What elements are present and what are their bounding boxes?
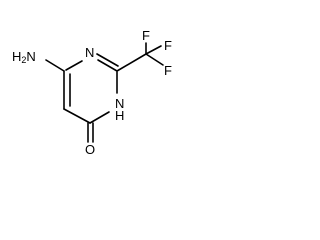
amino-group-label: H2N bbox=[12, 49, 36, 65]
carbonyl-oxygen-label: O bbox=[85, 142, 96, 157]
bond-n1-c2-double bbox=[96, 53, 119, 67]
bond-c-f2 bbox=[145, 45, 162, 55]
bond-n3-c4 bbox=[89, 111, 110, 124]
bond-layer bbox=[45, 42, 164, 143]
fluorine-1-label: F bbox=[142, 28, 150, 43]
molecule-diagram: H2N N N H O F F F bbox=[0, 0, 204, 178]
fluorine-2-label: F bbox=[164, 38, 172, 53]
bond-c6-nh2 bbox=[45, 59, 65, 72]
ring-nitrogen-3-label: N bbox=[115, 96, 125, 111]
bond-c4-c5 bbox=[63, 108, 91, 124]
ring-nitrogen-3-hydrogen-label: H bbox=[115, 108, 125, 123]
bond-n1-c2-single bbox=[97, 59, 118, 72]
bond-c-f3 bbox=[145, 53, 164, 66]
fluorine-3-label: F bbox=[164, 63, 172, 78]
bond-c2-cf3 bbox=[116, 53, 147, 72]
bond-c6-n1 bbox=[65, 60, 83, 71]
ring-nitrogen-1-label: N bbox=[85, 45, 95, 60]
